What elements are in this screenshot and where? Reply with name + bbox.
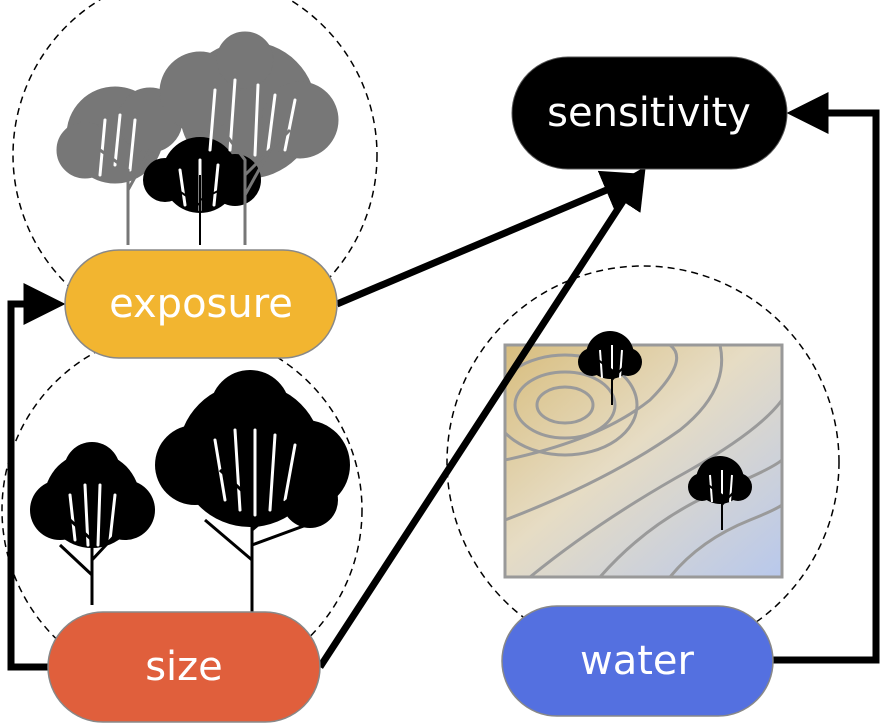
node-sensitivity-pill — [511, 56, 788, 170]
edges — [7, 92, 880, 671]
node-exposure-label: exposure — [109, 281, 293, 327]
water-illustration-circle — [446, 265, 840, 659]
node-size-label: size — [145, 644, 223, 690]
exposure-illustration-circle — [12, 0, 378, 338]
node-exposure-pill — [64, 249, 338, 359]
node-size: size — [47, 611, 321, 723]
edge-water-to-sensitivity — [773, 92, 880, 664]
edge-size-to-exposure — [7, 283, 66, 671]
topographic-map-icon — [503, 331, 784, 579]
node-sensitivity-label: sensitivity — [547, 90, 751, 136]
tree-canopy-shaded-icon — [56, 31, 339, 245]
tree-size-icon — [30, 370, 350, 612]
node-water-pill — [501, 605, 774, 717]
node-size-pill — [47, 611, 321, 723]
edge-exposure-to-sensitivity — [335, 170, 645, 308]
node-sensitivity: sensitivity — [511, 56, 788, 170]
edge-size-to-sensitivity — [317, 166, 646, 669]
node-exposure: exposure — [64, 249, 338, 359]
node-water: water — [501, 605, 774, 717]
map-background — [503, 343, 784, 579]
node-water-label: water — [580, 638, 695, 684]
